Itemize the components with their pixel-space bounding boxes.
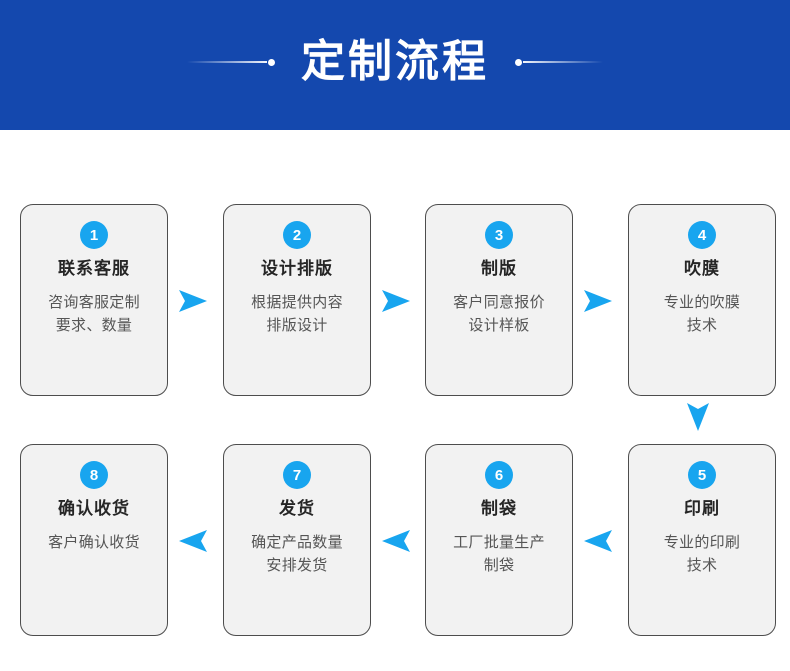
arrow-step4-to-step5-icon bbox=[685, 400, 711, 434]
step-description-line: 技术 bbox=[686, 556, 718, 574]
flow-step-card-4[interactable]: 4 吹膜 专业的吹膜 技术 bbox=[628, 204, 776, 396]
step-title-7: 发货 bbox=[279, 499, 315, 518]
step-title-2: 设计排版 bbox=[261, 259, 333, 278]
flow-step-card-3[interactable]: 3 制版 客户同意报价 设计样板 bbox=[425, 204, 573, 396]
step-number-badge-1: 1 bbox=[80, 221, 108, 249]
flow-step-card-8[interactable]: 8 确认收货 客户确认收货 bbox=[20, 444, 168, 636]
step-number-badge-3: 3 bbox=[485, 221, 513, 249]
step-description-line: 工厂批量生产 bbox=[453, 533, 545, 551]
step-description-4: 专业的吹膜 技术 bbox=[636, 291, 768, 338]
step-description-3: 客户同意报价 设计样板 bbox=[433, 291, 565, 338]
step-description-line: 技术 bbox=[686, 316, 718, 334]
step-description-line: 确定产品数量 bbox=[251, 533, 343, 551]
step-title-5: 印刷 bbox=[684, 499, 720, 518]
flow-step-card-5[interactable]: 5 印刷 专业的印刷 技术 bbox=[628, 444, 776, 636]
step-number-badge-4: 4 bbox=[688, 221, 716, 249]
flow-step-card-1[interactable]: 1 联系客服 咨询客服定制 要求、数量 bbox=[20, 204, 168, 396]
arrow-step5-to-step6-icon bbox=[581, 528, 615, 554]
step-number-badge-5: 5 bbox=[688, 461, 716, 489]
step-description-line: 咨询客服定制 bbox=[48, 293, 140, 311]
step-description-line: 要求、数量 bbox=[55, 316, 133, 334]
step-number-badge-2: 2 bbox=[283, 221, 311, 249]
arrow-step2-to-step3-icon bbox=[379, 288, 413, 314]
arrow-step7-to-step8-icon bbox=[176, 528, 210, 554]
step-title-6: 制袋 bbox=[481, 499, 517, 518]
step-number-badge-7: 7 bbox=[283, 461, 311, 489]
step-description-line: 客户确认收货 bbox=[48, 533, 140, 551]
flow-step-card-6[interactable]: 6 制袋 工厂批量生产 制袋 bbox=[425, 444, 573, 636]
step-title-3: 制版 bbox=[481, 259, 517, 278]
header-title-group: 定制流程 bbox=[187, 40, 603, 84]
step-description-1: 咨询客服定制 要求、数量 bbox=[28, 291, 160, 338]
step-description-line: 根据提供内容 bbox=[251, 293, 343, 311]
step-description-line: 排版设计 bbox=[266, 316, 328, 334]
step-description-5: 专业的印刷 技术 bbox=[636, 531, 768, 578]
right-decoration-dot bbox=[515, 58, 522, 66]
step-title-4: 吹膜 bbox=[684, 259, 720, 278]
page-title: 定制流程 bbox=[301, 37, 489, 86]
step-number-badge-6: 6 bbox=[485, 461, 513, 489]
step-description-line: 安排发货 bbox=[266, 556, 328, 574]
right-decoration bbox=[515, 57, 603, 67]
process-flow-diagram: 1 联系客服 咨询客服定制 要求、数量 2 设计排版 根据提供内容 排版设计 3… bbox=[0, 130, 790, 671]
step-description-6: 工厂批量生产 制袋 bbox=[433, 531, 565, 578]
left-decoration-line bbox=[187, 61, 267, 63]
right-decoration-line bbox=[523, 61, 603, 63]
step-title-1: 联系客服 bbox=[58, 259, 130, 278]
arrow-step3-to-step4-icon bbox=[581, 288, 615, 314]
step-description-8: 客户确认收货 bbox=[28, 531, 160, 554]
left-decoration bbox=[187, 57, 275, 67]
left-decoration-dot bbox=[268, 58, 275, 66]
step-title-8: 确认收货 bbox=[58, 499, 130, 518]
step-description-line: 客户同意报价 bbox=[453, 293, 545, 311]
step-description-line: 制袋 bbox=[483, 556, 515, 574]
page-header-banner: 定制流程 bbox=[0, 0, 790, 130]
arrow-step6-to-step7-icon bbox=[379, 528, 413, 554]
flow-step-card-2[interactable]: 2 设计排版 根据提供内容 排版设计 bbox=[223, 204, 371, 396]
step-description-line: 专业的吹膜 bbox=[663, 293, 741, 311]
arrow-step1-to-step2-icon bbox=[176, 288, 210, 314]
step-description-line: 设计样板 bbox=[468, 316, 530, 334]
step-description-7: 确定产品数量 安排发货 bbox=[231, 531, 363, 578]
step-number-badge-8: 8 bbox=[80, 461, 108, 489]
step-description-2: 根据提供内容 排版设计 bbox=[231, 291, 363, 338]
step-description-line: 专业的印刷 bbox=[663, 533, 741, 551]
flow-step-card-7[interactable]: 7 发货 确定产品数量 安排发货 bbox=[223, 444, 371, 636]
